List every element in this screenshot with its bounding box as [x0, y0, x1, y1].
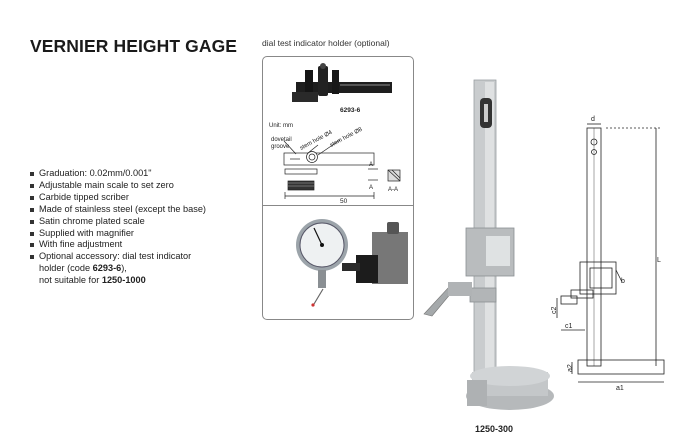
holder-code-label: 6293-6	[340, 107, 361, 114]
feature-list: Graduation: 0.02mm/0.001" Adjustable mai…	[30, 168, 206, 287]
holder-drawing	[283, 139, 401, 199]
feature-item: Satin chrome plated scale	[30, 216, 206, 228]
stem-hole-8-label: stem hole Ø8	[329, 126, 364, 148]
optional-line3: not suitable for 1250-1000	[39, 275, 146, 286]
dim-c2-label: c2	[551, 307, 558, 315]
dim-a1-label: a1	[616, 385, 624, 392]
feature-item: Supplied with magnifier	[30, 228, 206, 240]
dim-c1-label: c1	[565, 323, 573, 330]
dimension-drawing	[556, 123, 665, 383]
dim-b-label: b	[621, 278, 625, 285]
feature-item-optional: Optional accessory: dial test indicator	[30, 251, 206, 263]
groove-label: groove	[271, 144, 290, 150]
feature-item: Made of stainless steel (except the base…	[30, 204, 206, 216]
section-a-bottom: A	[369, 185, 373, 191]
dim-50-label: 50	[340, 198, 348, 205]
optional-range: 1250-1000	[101, 275, 146, 286]
feature-item: Graduation: 0.02mm/0.001"	[30, 168, 206, 180]
model-label: 1250-300	[475, 424, 513, 434]
holder-panel-divider	[262, 205, 414, 206]
optional-line1: Optional accessory: dial test indicator	[39, 251, 192, 262]
unit-label: Unit: mm	[269, 123, 293, 129]
holder-caption: dial test indicator holder (optional)	[262, 38, 390, 48]
feature-item: With fine adjustment	[30, 239, 206, 251]
dial-indicator-photo	[296, 219, 408, 307]
section-aa-label: A-A	[388, 187, 398, 193]
feature-item: Adjustable main scale to set zero	[30, 180, 206, 192]
feature-item: Carbide tipped scriber	[30, 192, 206, 204]
dim-L-label: L	[657, 257, 661, 264]
dovetail-label: dovetail	[271, 137, 292, 143]
dim-d-label: d	[591, 116, 595, 123]
stem-hole-4-label: stem hole Ø4	[299, 129, 334, 151]
optional-code: 6293-6	[92, 263, 122, 274]
height-gage-photo	[423, 79, 554, 410]
holder-photo	[292, 63, 392, 102]
page-title: VERNIER HEIGHT GAGE	[30, 36, 238, 56]
section-a-top: A	[369, 162, 373, 168]
dim-a2-label: a2	[567, 364, 574, 372]
optional-line2: holder (code 6293-6),	[39, 263, 127, 274]
